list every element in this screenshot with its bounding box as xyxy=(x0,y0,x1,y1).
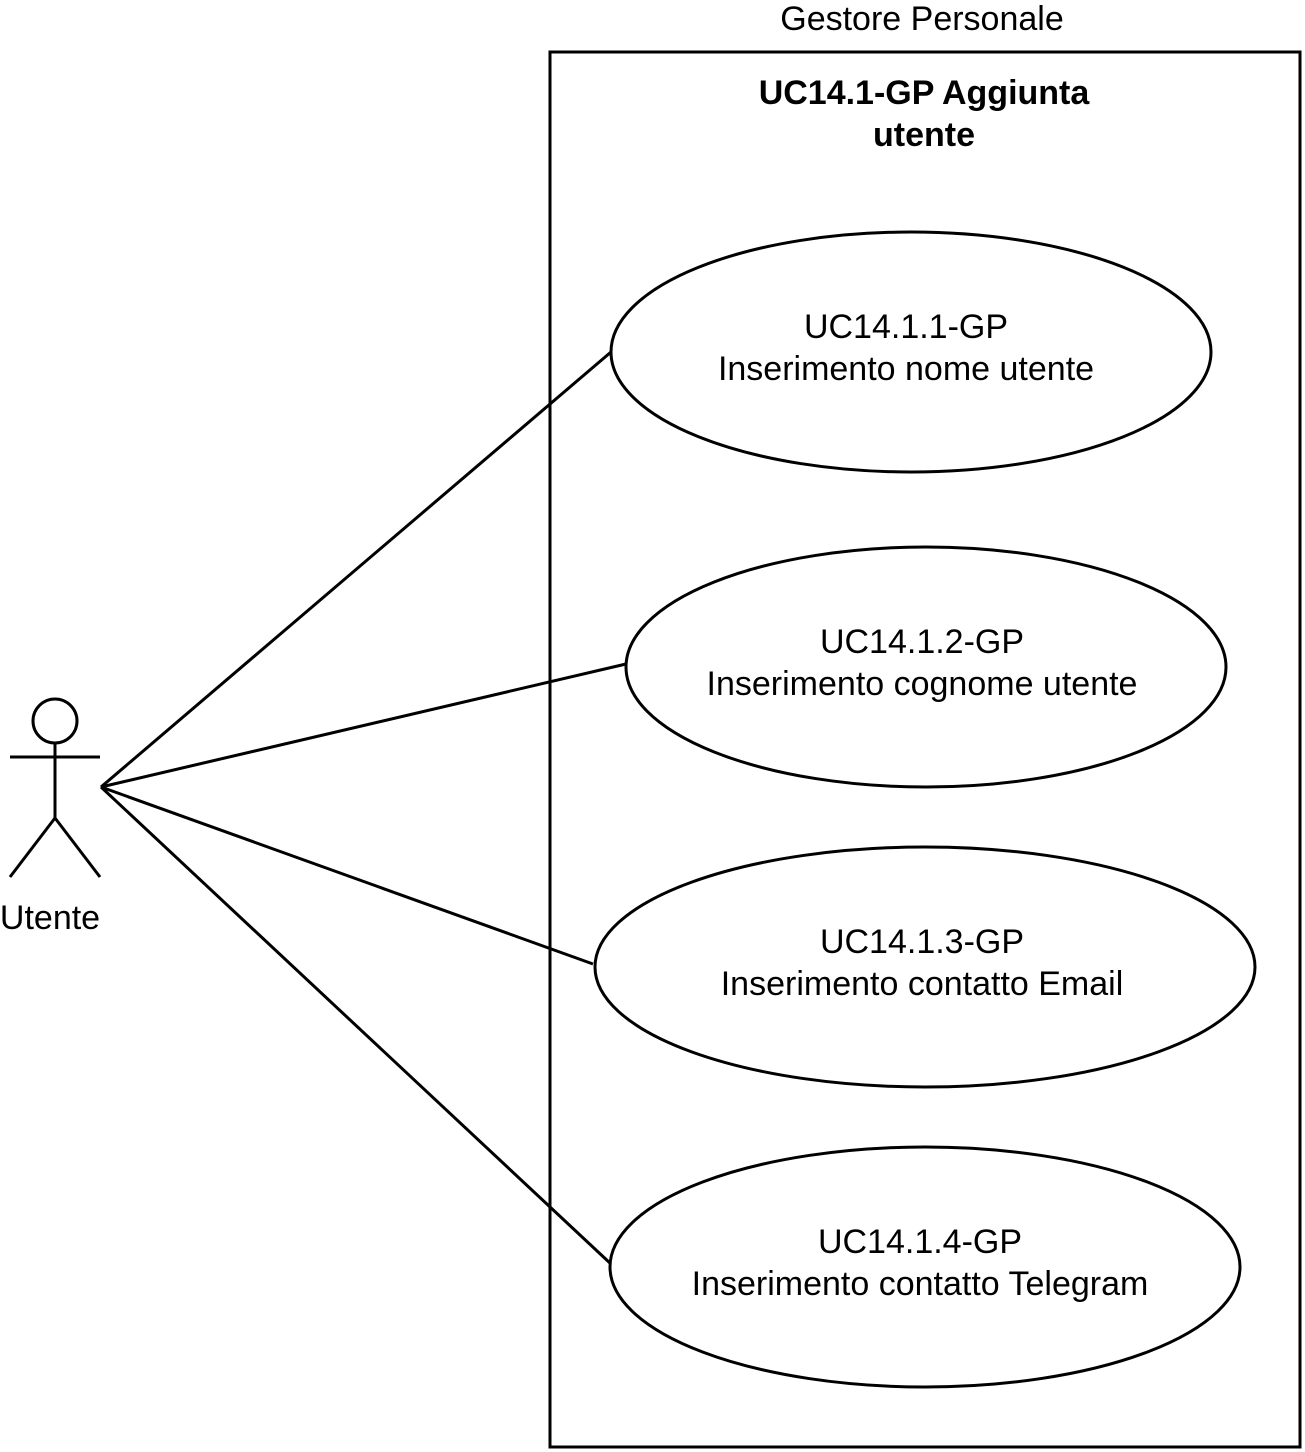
actor-utente[interactable]: Utente xyxy=(0,697,102,937)
use-case-code: UC14.1.2-GP xyxy=(820,623,1024,661)
association-line-uc4 xyxy=(99,785,613,1266)
use-case-ellipse xyxy=(593,845,1257,1089)
association-line-uc3 xyxy=(100,785,594,966)
system-label: Gestore Personale xyxy=(780,0,1064,38)
use-case-uc4[interactable]: UC14.1.4-GP Inserimento contatto Telegra… xyxy=(608,1145,1242,1389)
system-boundary: Gestore Personale UC14.1-GP Aggiunta ute… xyxy=(548,0,1302,1449)
use-case-name: Inserimento contatto Telegram xyxy=(692,1265,1149,1303)
stick-figure-actor-icon xyxy=(8,697,102,878)
use-case-ellipse xyxy=(624,545,1228,789)
actor-head xyxy=(31,697,79,745)
use-case-name: Inserimento nome utente xyxy=(718,350,1094,388)
actor-left-leg xyxy=(8,817,57,878)
use-case-ellipse xyxy=(608,1145,1242,1389)
use-case-code: UC14.1.1-GP xyxy=(804,308,1008,346)
use-case-code: UC14.1.4-GP xyxy=(818,1223,1022,1261)
use-case-name: Inserimento contatto Email xyxy=(721,965,1124,1003)
use-case-uc3[interactable]: UC14.1.3-GP Inserimento contatto Email xyxy=(593,845,1257,1089)
system-boundary-rect xyxy=(548,50,1302,1449)
actor-right-leg xyxy=(53,817,102,878)
associations xyxy=(99,350,627,1266)
use-case-ellipse xyxy=(609,230,1213,474)
use-case-uc2[interactable]: UC14.1.2-GP Inserimento cognome utente xyxy=(624,545,1228,789)
actor-label: Utente xyxy=(0,899,100,937)
use-case-uc1[interactable]: UC14.1.1-GP Inserimento nome utente xyxy=(609,230,1213,474)
use-case-name: Inserimento cognome utente xyxy=(707,665,1138,703)
use-case-code: UC14.1.3-GP xyxy=(820,923,1024,961)
association-line-uc1 xyxy=(100,350,612,789)
association-line-uc2 xyxy=(100,662,627,789)
system-title-line-1: UC14.1-GP Aggiunta xyxy=(759,74,1091,112)
system-title-line-2: utente xyxy=(873,116,975,154)
